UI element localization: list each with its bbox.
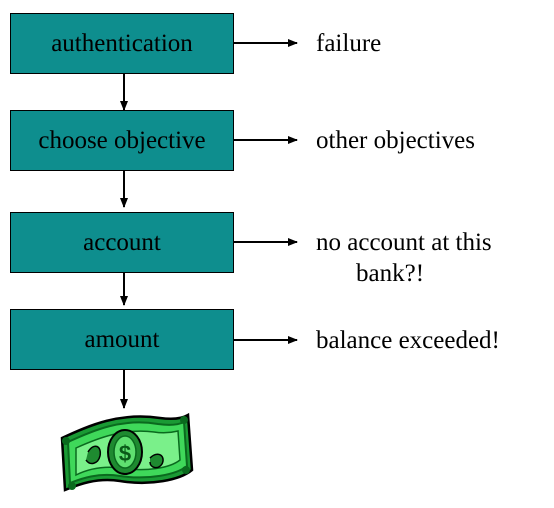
outcome-failure: failure — [316, 28, 381, 59]
outcome-other-objectives-text: other objectives — [316, 127, 475, 154]
outcome-other-objectives: other objectives — [316, 125, 475, 156]
outcome-balance-exceeded: balance exceeded! — [316, 325, 500, 356]
step-amount-label: amount — [84, 325, 160, 353]
step-authentication-label: authentication — [51, 29, 193, 57]
outcome-no-account-line1: no account at this — [316, 229, 492, 256]
outcome-balance-exceeded-text: balance exceeded! — [316, 327, 500, 354]
money-banknote-icon: $ — [60, 412, 194, 492]
step-account-label: account — [83, 228, 161, 256]
step-choose-objective: choose objective — [10, 110, 234, 171]
step-choose-objective-label: choose objective — [38, 126, 206, 154]
outcome-failure-text: failure — [316, 30, 382, 57]
outcome-no-account: no account at this bank?! — [316, 227, 492, 289]
step-account: account — [10, 212, 234, 273]
step-authentication: authentication — [10, 13, 234, 74]
step-amount: amount — [10, 309, 234, 370]
svg-text:$: $ — [119, 441, 131, 466]
outcome-no-account-line2: bank?! — [356, 260, 425, 287]
